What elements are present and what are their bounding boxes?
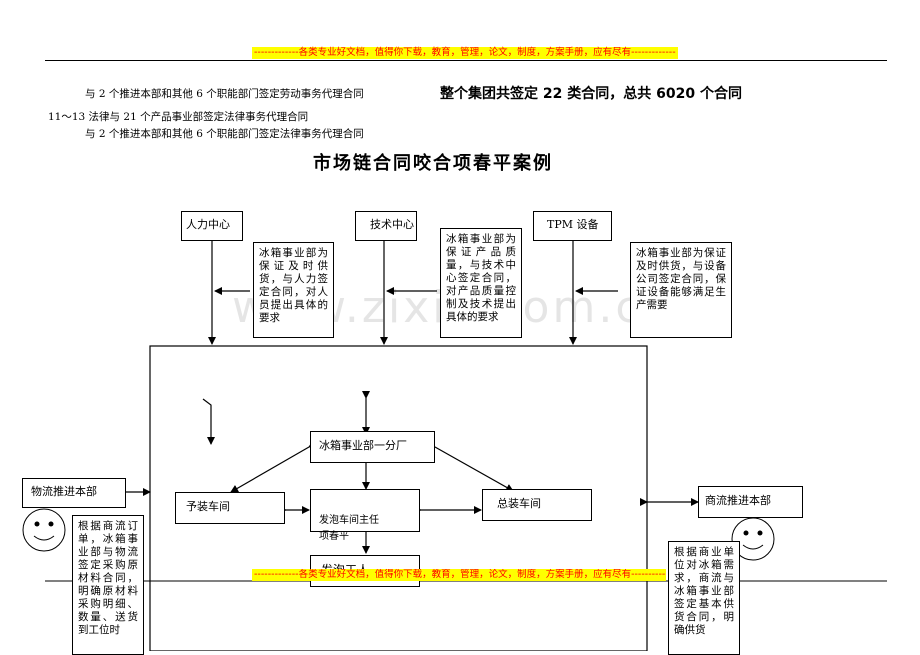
note-commerce-contract: 根据商业单位对冰箱需求，商流与冰箱事业部签定基本供货合同，明确供货 xyxy=(668,541,740,655)
header-banner: -------------各类专业好文档，值得你下载，教育，管理，论文，制度，方… xyxy=(252,47,678,59)
node-final-assembly-label: 总装车间 xyxy=(497,497,541,510)
node-tpm-equipment: TPM 设备 xyxy=(533,211,612,241)
note-hr-contract: 冰箱事业部为保证及时供货，与人力签定合同，对人员提出具体的要求 xyxy=(253,242,334,338)
node-tpm-label: TPM 设备 xyxy=(547,218,599,231)
intro-line-2: 11～13 法律与 21 个产品事业部签定法律事务代理合同 xyxy=(48,111,309,123)
node-commerce-label: 商流推进本部 xyxy=(705,494,771,507)
note-logistics-contract: 根据商流订单，冰箱事业部与物流签定采购原材料合同，明确原材料采购明细、数量、送货… xyxy=(72,515,144,655)
node-foam-supervisor-label: 发泡车间主任 项春平 xyxy=(319,515,379,542)
node-logistics-label: 物流推进本部 xyxy=(31,485,97,498)
summary-text: 整个集团共签定 22 类合同，总共 6020 个合同 xyxy=(440,86,742,102)
node-fridge-label: 冰箱事业部一分厂 xyxy=(319,439,407,452)
node-final-assembly: 总装车间 xyxy=(482,489,592,521)
intro-line-1: 与 2 个推进本部和其他 6 个职能部门签定劳动事务代理合同 xyxy=(85,88,364,100)
node-preassembly-label: 予装车间 xyxy=(186,500,230,513)
note-tech-contract: 冰箱事业部为保证产品质量，与技术中心签定合同，对产品质量控制及技术提出具体的要求 xyxy=(440,228,522,338)
node-tech-center: 技术中心 xyxy=(355,211,417,241)
node-preassembly: 予装车间 xyxy=(175,492,285,524)
node-tech-label: 技术中心 xyxy=(370,218,414,231)
node-foam-supervisor: 发泡车间主任 项春平 xyxy=(310,489,420,542)
node-commerce: 商流推进本部 xyxy=(698,486,803,518)
node-hr-label: 人力中心 xyxy=(186,218,230,231)
node-hr-center: 人力中心 xyxy=(181,211,243,241)
footer-banner: -------------各类专业好文档，值得你下载，教育，管理，论文，制度，方… xyxy=(252,569,666,581)
intro-line-3: 与 2 个推进本部和其他 6 个职能部门签定法律事务代理合同 xyxy=(85,128,364,140)
node-fridge-branch: 冰箱事业部一分厂 xyxy=(310,431,435,463)
diagram-title: 市场链合同咬合项春平案例 xyxy=(313,153,553,174)
note-tpm-contract: 冰箱事业部为保证及时供货，与设备公司签定合同，保证设备能够满足生产需要 xyxy=(630,242,732,338)
node-logistics: 物流推进本部 xyxy=(22,478,126,508)
header-rule xyxy=(45,60,887,61)
